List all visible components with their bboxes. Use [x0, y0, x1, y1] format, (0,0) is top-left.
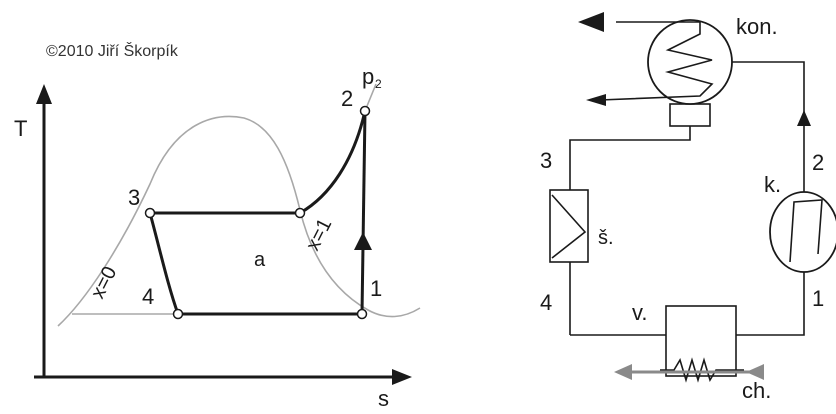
pipe-right — [732, 61, 805, 192]
throttle-valve — [549, 189, 589, 263]
flow-arrow-up-icon — [797, 110, 811, 126]
state-node-2 — [359, 105, 371, 117]
area-label: a — [254, 249, 266, 271]
s-axis-arrow-icon — [392, 369, 412, 385]
node-label-3: 3 — [540, 148, 552, 173]
throttle-label: š. — [598, 227, 614, 249]
compression-line — [360, 110, 367, 315]
node-label-2: 2 — [812, 150, 824, 175]
refrigeration-circuit: kon. š. k. v. ch. 1 2 3 4 — [540, 12, 836, 403]
ts-diagram: T s 1 2 3 4 p 2 a x=0 x=1 — [14, 64, 421, 411]
pressure-label: p — [362, 64, 374, 89]
pipe-left-upper — [569, 126, 691, 190]
node-label-4: 4 — [540, 290, 552, 315]
compressor-label: k. — [764, 172, 781, 197]
saturation-dome — [57, 115, 421, 327]
pipe-bottom-right — [736, 272, 805, 336]
coolant-label: ch. — [742, 378, 771, 403]
state-node-3 — [144, 207, 156, 219]
state-node-4 — [172, 308, 184, 320]
throttle-symbol — [551, 194, 587, 259]
compressor — [769, 191, 836, 273]
condenser-inlet-arrow-icon — [586, 94, 606, 106]
condenser — [647, 19, 733, 105]
condenser-receiver — [669, 103, 711, 127]
node-label-1: 1 — [812, 286, 824, 311]
state-label-3: 3 — [128, 185, 140, 210]
s-axis-label: s — [378, 386, 389, 411]
state-label-1: 1 — [370, 276, 382, 301]
state-label-2: 2 — [341, 86, 353, 111]
throttling-line — [148, 212, 180, 315]
condenser-label: kon. — [736, 14, 778, 39]
compression-arrow-icon — [354, 232, 372, 250]
condenser-outlet-arrow-icon — [578, 12, 604, 32]
quality-x1-label: x=1 — [302, 215, 336, 254]
evaporator-label: v. — [632, 300, 647, 325]
state-node-sat-vapor — [294, 207, 306, 219]
t-axis-label: T — [14, 116, 27, 141]
copyright-text: ©2010 Jiří Škorpík — [46, 41, 179, 60]
quality-x0-label: x=0 — [87, 263, 121, 302]
compressor-symbol — [789, 199, 823, 263]
state-node-1 — [356, 308, 368, 320]
evaporator-coil — [660, 357, 744, 383]
coolant-flow-arrow-icon — [614, 364, 632, 380]
condenser-coil — [599, 21, 714, 101]
pressure-subscript: 2 — [375, 77, 382, 91]
state-label-4: 4 — [142, 284, 154, 309]
t-axis-arrow-icon — [36, 84, 52, 104]
desuperheat-curve — [299, 110, 367, 215]
coolant-inlet-arrow-icon — [746, 364, 764, 380]
